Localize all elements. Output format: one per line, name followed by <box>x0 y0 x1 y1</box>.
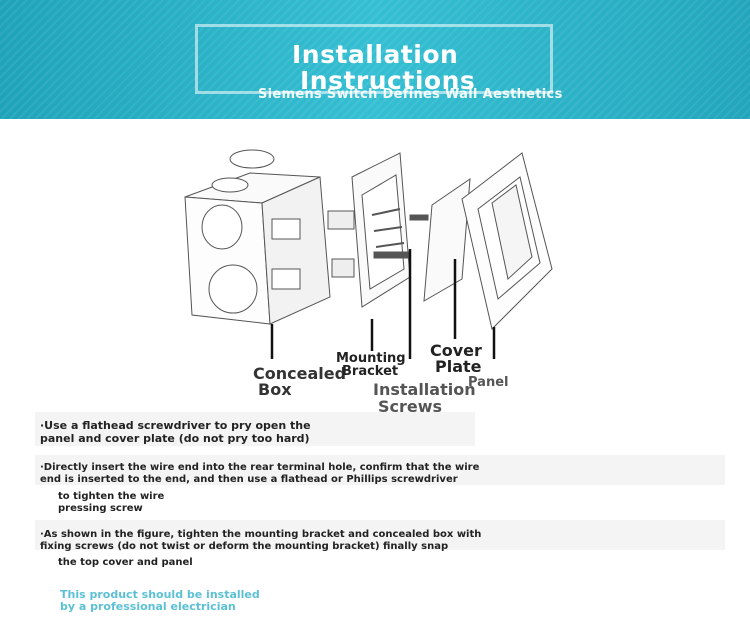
footer-note-line2: by a professional electrician <box>60 600 236 613</box>
concealed-box-drawing <box>184 149 331 325</box>
exploded-diagram <box>184 149 553 359</box>
text-shade-2 <box>35 455 725 485</box>
step-3-line2: fixing screws (do not twist or deform th… <box>40 541 449 552</box>
step-3-line1: ·As shown in the figure, tighten the mou… <box>40 529 482 540</box>
label-panel: Panel <box>468 375 509 390</box>
header-banner <box>0 0 750 119</box>
label-cover-plate-line1: Cover <box>430 341 482 360</box>
label-concealed-box-line2: Box <box>258 380 292 399</box>
step-2-line2: end is inserted to the end, and then use… <box>40 474 458 485</box>
cover-plate-drawing <box>423 177 471 302</box>
panel-drawing <box>461 152 553 330</box>
step-2-line1: ·Directly insert the wire end into the r… <box>40 462 480 473</box>
step-2-line4: pressing screw <box>58 503 143 514</box>
footer-note-line1: This product should be installed <box>60 588 260 601</box>
label-mounting-bracket-line1: Mounting <box>336 351 406 366</box>
title-frame <box>195 24 553 94</box>
label-concealed-box-line1: Concealed <box>253 364 347 383</box>
label-cover-plate-line2: Plate <box>435 357 482 376</box>
mounting-bracket-drawing <box>327 152 429 308</box>
text-shade-1 <box>35 412 475 446</box>
step-1-line2: panel and cover plate (do not pry too ha… <box>40 432 310 445</box>
leader-lines <box>270 249 496 359</box>
label-installation-screws-line2: Screws <box>378 397 443 416</box>
step-2-line3: to tighten the wire <box>58 491 165 502</box>
step-1-line1: ·Use a flathead screwdriver to pry open … <box>40 419 311 432</box>
page-title-line1: Installation <box>292 40 459 69</box>
text-shade-3 <box>35 520 725 550</box>
page-subtitle: Siemens Switch Defines Wall Aesthetics <box>258 87 563 102</box>
label-mounting-bracket-line2: Bracket <box>342 364 399 379</box>
page-title-line2: Instructions <box>300 66 476 95</box>
label-installation-screws-line1: Installation <box>373 380 476 399</box>
step-3-line3: the top cover and panel <box>58 557 193 568</box>
